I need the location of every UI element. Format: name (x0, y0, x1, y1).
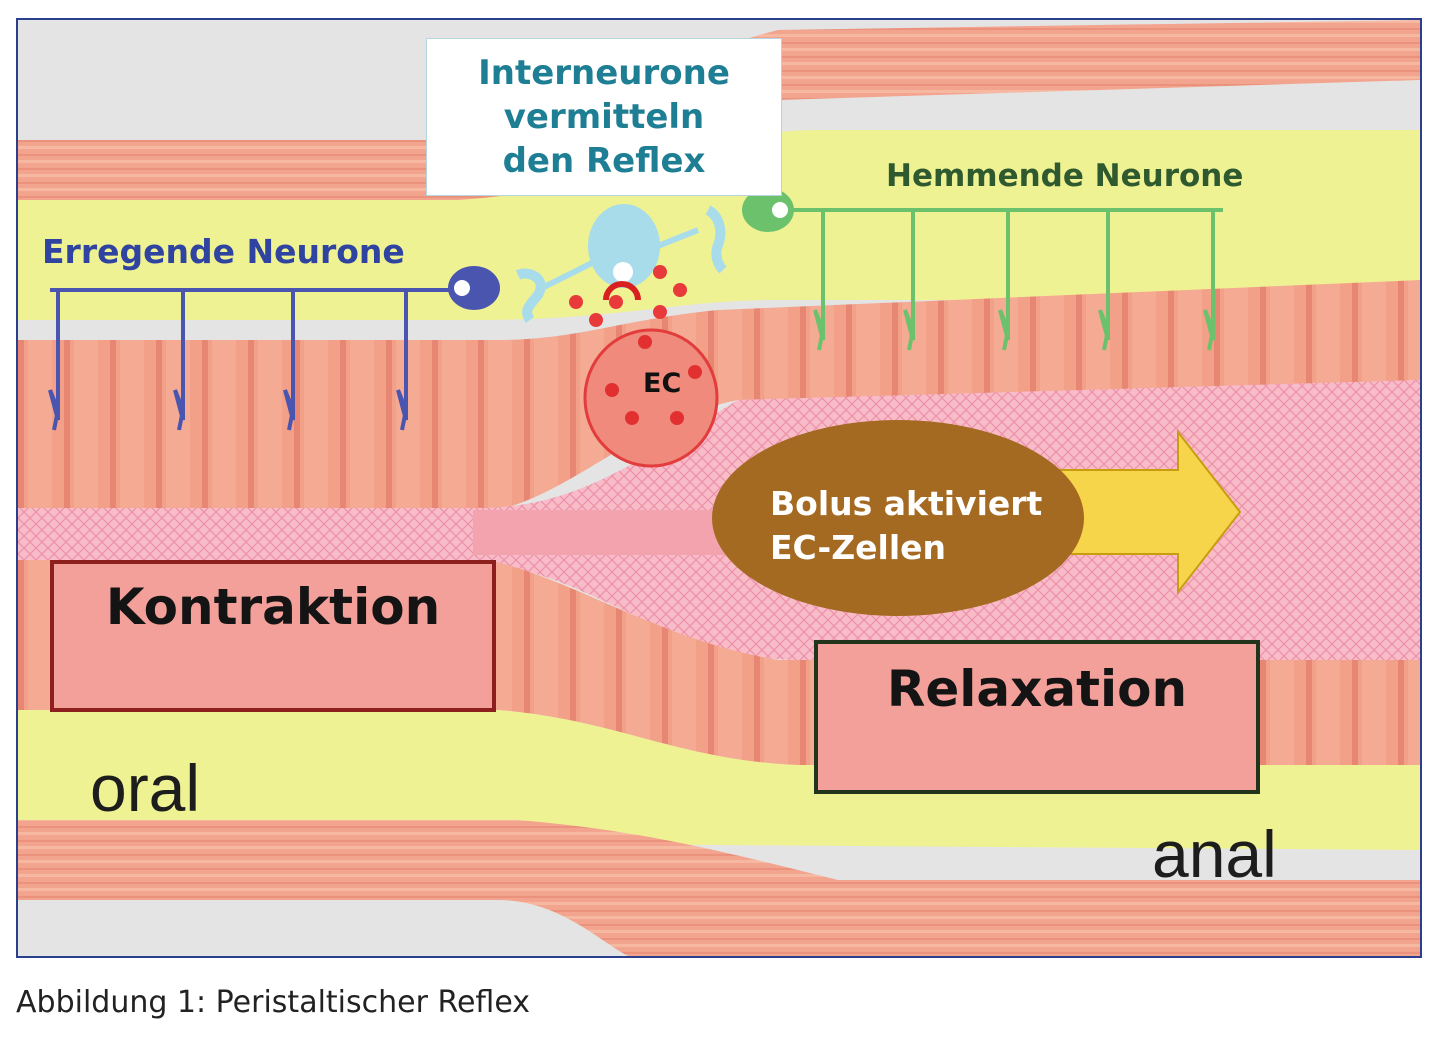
interneuron-label-line-1: Interneurone (478, 53, 730, 93)
ec-cell (583, 328, 719, 468)
inhibitory-neurons-label: Hemmende Neurone (886, 158, 1244, 194)
muscle-rings-top (18, 280, 1420, 510)
anal-label: anal (1152, 817, 1277, 891)
interneuron-label-line-3: den Reflex (502, 141, 706, 181)
outer-muscle-bottom (18, 820, 1420, 956)
ec-cell-label: EC (643, 368, 682, 399)
contraction-label: Kontraktion (105, 578, 441, 636)
yellow-band-bottom (18, 710, 1420, 850)
contraction-box: Kontraktion (50, 560, 496, 712)
relaxation-label: Relaxation (886, 660, 1188, 718)
figure-caption: Abbildung 1: Peristaltischer Reflex (16, 985, 531, 1020)
figure-frame: Interneurone vermitteln den Reflex Erreg… (16, 18, 1422, 958)
interneuron (515, 204, 727, 323)
relaxation-box: Relaxation (814, 640, 1260, 794)
bolus (712, 420, 1084, 616)
interneuron-label-box: Interneurone vermitteln den Reflex (426, 38, 782, 196)
excitatory-soma (448, 266, 500, 310)
inhibitory-neuron (788, 208, 1223, 351)
interneuron-label-line-2: vermitteln (503, 97, 705, 137)
excitatory-neuron (48, 288, 458, 431)
serotonin-dots (569, 265, 687, 327)
bolus-label: Bolus aktiviert EC-Zellen (770, 482, 1042, 570)
oral-label: oral (90, 751, 201, 825)
receptor (603, 281, 641, 301)
bolus-label-line-1: Bolus aktiviert (770, 484, 1043, 523)
lumen-front (473, 510, 733, 555)
bolus-label-line-2: EC-Zellen (770, 528, 947, 567)
outer-muscle-top (18, 20, 1420, 210)
excitatory-neurons-label: Erregende Neurone (42, 232, 405, 271)
outer-muscle-bottom-lower (18, 900, 628, 956)
inhibitory-soma (742, 188, 794, 232)
ec-cell-granules (605, 335, 702, 425)
